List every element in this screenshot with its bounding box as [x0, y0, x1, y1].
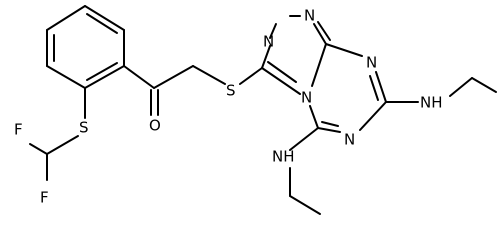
molecule-canvas: F F S O S N N N N N NH NH	[14, 5, 497, 215]
atom-nh-bottom: NH	[272, 148, 295, 166]
triazine-ring	[309, 43, 387, 133]
ketone-linker	[123, 65, 226, 116]
structure-diagram: F F S O S N N N N N NH NH	[14, 5, 497, 215]
atom-s-mid: S	[226, 82, 236, 100]
atom-s-left: S	[79, 119, 89, 137]
atom-f1: F	[14, 121, 23, 139]
atom-o: O	[149, 117, 161, 135]
benzene-ring	[46, 5, 125, 89]
atom-n-ring-right: N	[366, 54, 377, 72]
atom-n-ring-bottom: N	[344, 131, 355, 149]
atom-f2: F	[40, 189, 49, 207]
thioether-bond	[239, 67, 263, 85]
atom-n-triazole-2: N	[304, 7, 315, 25]
difluoromethylthio-group	[29, 87, 86, 181]
atom-n-fused: N	[301, 89, 312, 107]
ethylamino-bottom	[289, 127, 321, 215]
atom-n-triazole-1: N	[263, 33, 274, 51]
triazole-ring	[261, 15, 331, 95]
atom-nh-right: NH	[420, 94, 443, 112]
ethylamino-right	[385, 77, 497, 103]
